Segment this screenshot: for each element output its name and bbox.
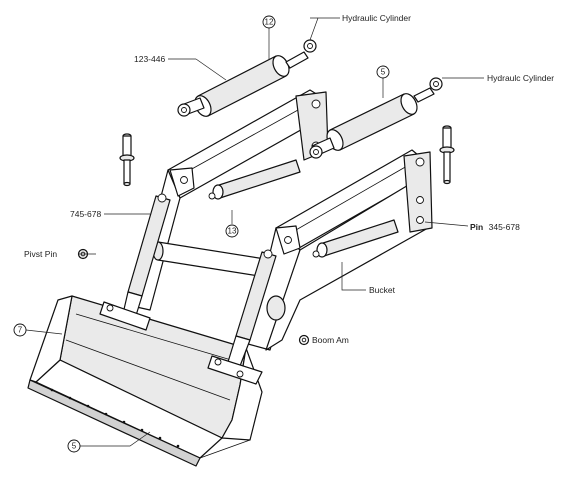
svg-text:7: 7 xyxy=(18,326,23,335)
leader-lines xyxy=(25,17,484,447)
hydraulic-cylinder-top xyxy=(177,39,317,117)
label-hydraulic-cylinder-right: Hydraulc Cylinder xyxy=(487,73,554,83)
label-745-678: 745-678 xyxy=(70,209,101,219)
svg-text:5: 5 xyxy=(72,442,77,451)
label-pivot-pin: Pivst Pin xyxy=(24,249,57,259)
svg-text:12: 12 xyxy=(265,18,274,27)
label-pin-number: 345-678 xyxy=(489,222,520,232)
label-bucket: Bucket xyxy=(369,285,396,295)
right-bucket-cylinder xyxy=(227,249,277,367)
boom-arm-right xyxy=(247,149,433,351)
callout-13: 13 xyxy=(225,224,239,238)
callout-12: 12 xyxy=(262,15,276,29)
pin-right xyxy=(439,125,455,185)
label-pin: Pin 345-678 xyxy=(470,222,520,232)
label-boom-arm: Boom Am xyxy=(312,335,349,345)
callout-5-top: 5 xyxy=(376,65,390,79)
bucket-part xyxy=(27,295,263,467)
hydraulic-cylinder-right xyxy=(309,77,443,159)
label-hydraulic-cylinder-top: Hydraulic Cylinder xyxy=(342,13,411,23)
pin-left xyxy=(119,133,135,187)
left-tilt-cylinder xyxy=(208,159,301,200)
svg-text:13: 13 xyxy=(228,227,237,236)
right-tilt-cylinder xyxy=(312,219,399,258)
callout-5-bottom: 5 xyxy=(67,439,81,453)
boom-arm-marker xyxy=(298,334,310,346)
label-pin-word: Pin xyxy=(470,222,483,232)
lower-linkage xyxy=(99,301,263,385)
callout-7: 7 xyxy=(13,323,27,337)
label-123-446: 123-446 xyxy=(134,54,165,64)
svg-text:5: 5 xyxy=(381,68,386,77)
